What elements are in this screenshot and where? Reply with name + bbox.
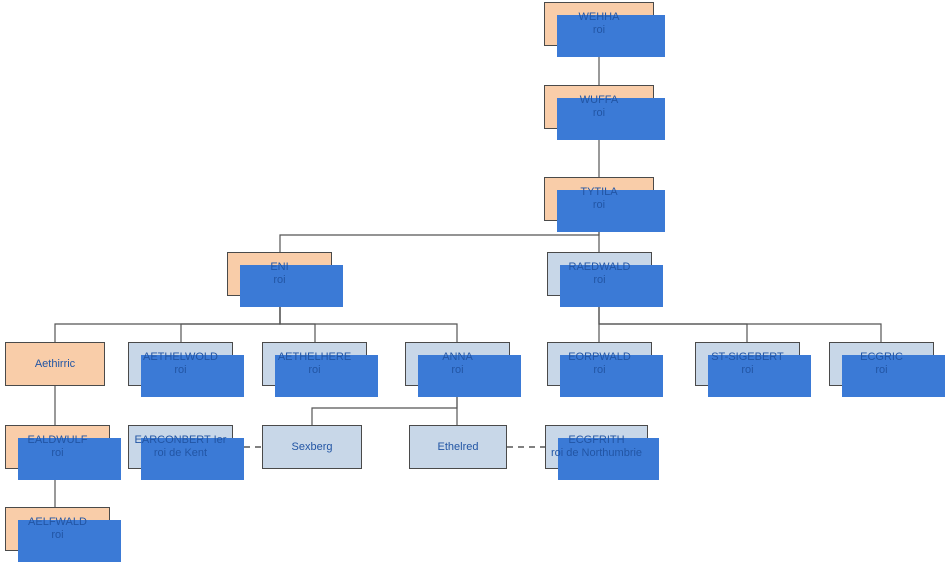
- node-name: ST-SIGEBERT: [711, 351, 784, 363]
- node-name: WUFFA: [579, 94, 619, 106]
- node-name: ENI: [270, 261, 289, 273]
- node-subtitle: roi: [51, 447, 64, 459]
- node-name: Aethirric: [34, 357, 76, 370]
- node-subtitle: roi: [741, 364, 754, 376]
- node-name: EARCONBERT Ier: [134, 434, 227, 446]
- node-name: ECGFRITH: [568, 434, 625, 446]
- node-name: RAEDWALD: [568, 261, 631, 273]
- node-subtitle: roi: [592, 24, 606, 36]
- node-subtitle: roi: [174, 364, 187, 376]
- node-name: ECGRIC: [860, 351, 903, 363]
- node-name: TYTILA: [580, 186, 618, 198]
- node-aethirric[interactable]: Aethirric: [5, 342, 105, 386]
- node-name: WEHHA: [578, 11, 620, 23]
- node-subtitle: roi: [593, 274, 606, 286]
- node-name: Ethelred: [437, 440, 479, 453]
- node-ethelred[interactable]: Ethelred: [409, 425, 507, 469]
- node-subtitle: roi: [593, 364, 606, 376]
- node-subtitle: roi: [308, 364, 321, 376]
- node-name: AETHELHERE: [277, 351, 352, 363]
- node-name: Sexberg: [291, 440, 333, 453]
- node-name: AETHELWOLD: [143, 351, 218, 363]
- node-subtitle: roi: [451, 364, 464, 376]
- edge-tytila-to-eni: [279, 221, 600, 252]
- node-subtitle: roi de Kent: [153, 447, 208, 459]
- node-subtitle: roi: [273, 274, 286, 286]
- node-name: EORPWALD: [568, 351, 631, 363]
- node-name: AELFWALD: [28, 516, 87, 528]
- node-subtitle: roi de Northumbrie: [550, 447, 643, 459]
- node-sexberg[interactable]: Sexberg: [262, 425, 362, 469]
- node-subtitle: roi: [51, 529, 64, 541]
- node-name: EALDWULF: [27, 434, 88, 446]
- node-name: ANNA: [442, 351, 473, 363]
- node-subtitle: roi: [592, 107, 606, 119]
- node-subtitle: roi: [592, 199, 606, 211]
- node-subtitle: roi: [875, 364, 888, 376]
